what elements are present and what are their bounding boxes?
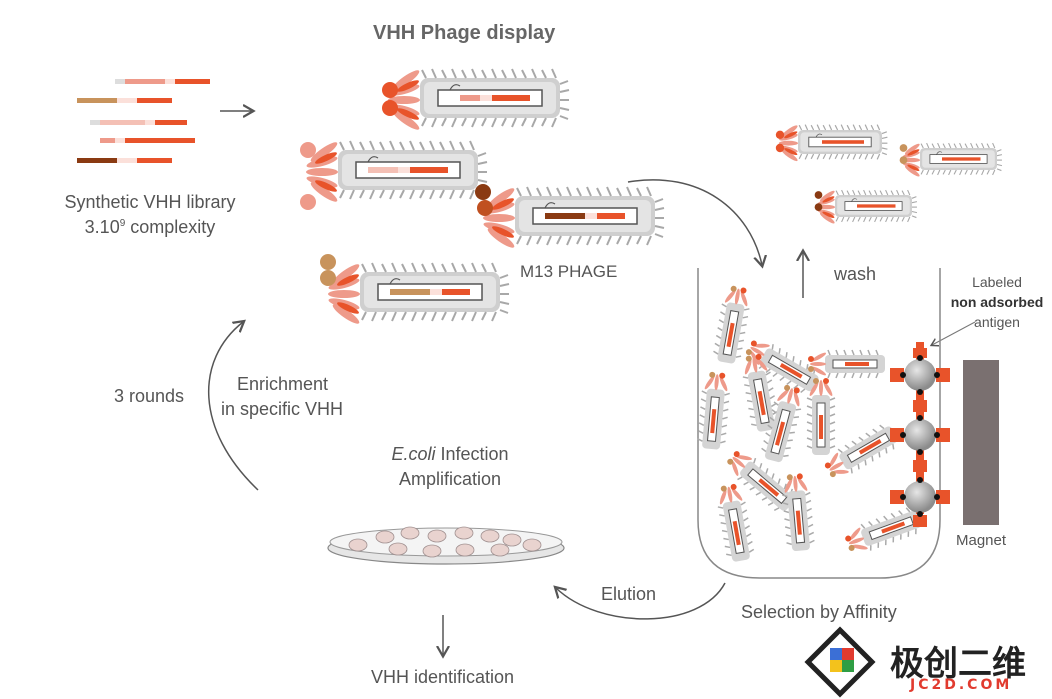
library-complexity-suffix: complexity (125, 217, 216, 237)
logo-cn-text: 极创二维 (890, 644, 1026, 684)
magnet-label: Magnet (956, 532, 1007, 549)
enrichment-label-line2: in specific VHH (221, 399, 344, 419)
beaker (697, 268, 941, 579)
petri-dish (327, 526, 565, 565)
library-label: Synthetic VHH library 3.109 complexity (50, 192, 250, 238)
enrichment-label: Enrichment in specific VHH (221, 372, 343, 422)
enrichment-label-line1: Enrichment (237, 374, 329, 394)
wash-label: wash (834, 264, 877, 284)
rounds-label: 3 rounds (114, 386, 185, 406)
library-label-line2: 3.109 complexity (50, 217, 250, 238)
infection-label-line1: E.coli Infection (350, 444, 550, 465)
library-label-line1: Synthetic VHH library (64, 192, 236, 212)
infection-label: E.coli Infection Amplification (350, 444, 550, 490)
antigen-label: Labeled non adsorbed antigen (942, 272, 1052, 332)
phage-label: M13 PHAGE (520, 262, 618, 281)
antigen-label-line3: antigen (974, 314, 1020, 330)
infection-word: Infection (435, 444, 509, 464)
logo-en-text: JC2D.COM (910, 677, 1013, 693)
antigen-label-line1: Labeled (972, 274, 1022, 290)
selection-label: Selection by Affinity (741, 602, 897, 622)
library-sequences (77, 79, 210, 163)
library-complexity-exponent: 9 (119, 218, 126, 229)
library-complexity-base: 3.10 (84, 217, 120, 237)
magnet (963, 360, 999, 525)
identification-label: VHH identification (371, 667, 515, 687)
antigen-beads (890, 342, 950, 527)
logo-mark (804, 626, 876, 698)
antigen-label-line2: non adsorbed (950, 294, 1044, 310)
infection-label-line2: Amplification (398, 469, 502, 489)
elution-label: Elution (601, 584, 657, 604)
page-title: VHH Phage display (373, 22, 556, 44)
infection-organism: E.coli (391, 444, 436, 464)
